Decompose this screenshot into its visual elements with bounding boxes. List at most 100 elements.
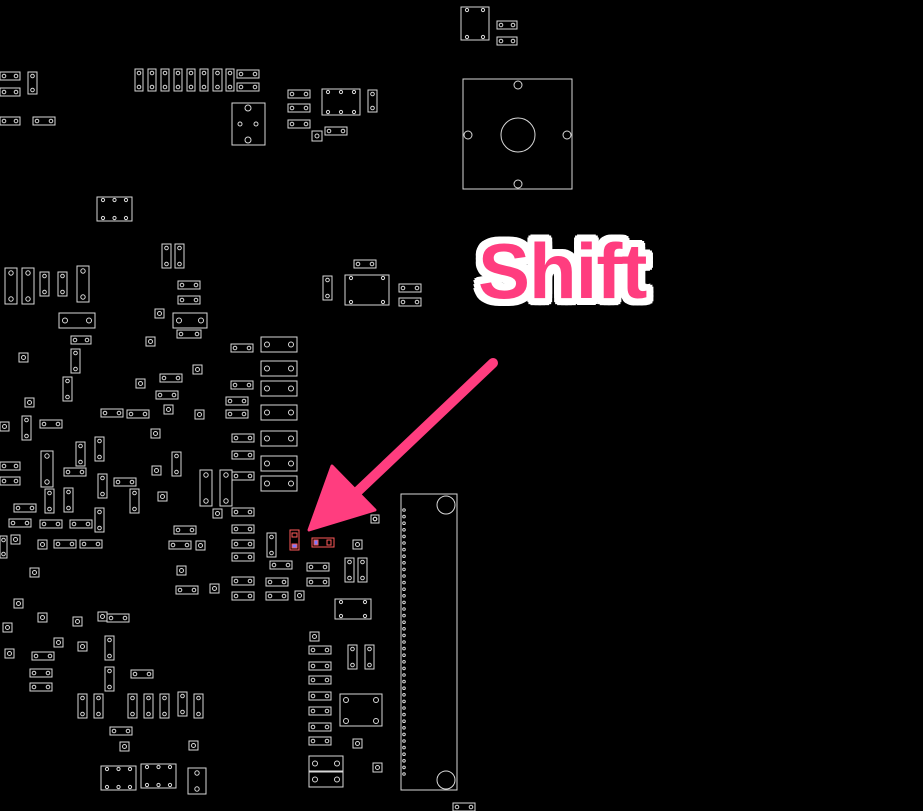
pcb-outline xyxy=(370,514,380,524)
pcb-outline xyxy=(77,641,88,652)
pcb-footprint xyxy=(93,693,104,719)
pcb-pad xyxy=(322,579,328,585)
pcb-pad xyxy=(325,109,331,115)
pcb-pad xyxy=(128,411,134,417)
pcb-pad xyxy=(162,84,168,90)
pcb-pad xyxy=(454,804,460,810)
pcb-outline xyxy=(147,68,157,92)
pcb-outline xyxy=(212,68,223,92)
pcb-pad xyxy=(127,766,133,772)
pcb-footprint xyxy=(94,436,105,462)
pcb-pad xyxy=(125,728,131,734)
pcb-pad xyxy=(16,601,21,606)
pcb-footprint xyxy=(96,196,133,222)
pcb-pad xyxy=(402,607,406,611)
pcb-pad xyxy=(227,70,233,76)
pcb-outline xyxy=(53,539,77,549)
pcb-footprint xyxy=(155,390,179,400)
pcb-pad xyxy=(1,551,6,557)
pcb-pad xyxy=(130,711,135,717)
pcb-outline xyxy=(199,469,213,507)
pcb-outline xyxy=(119,741,130,752)
pcb-outline xyxy=(97,611,108,622)
pcb-pad xyxy=(75,619,80,624)
pcb-pad xyxy=(96,695,101,701)
pcb-footprint xyxy=(154,308,165,319)
pcb-outline xyxy=(168,540,192,550)
highlighted-component[interactable] xyxy=(289,529,335,551)
pcb-outline xyxy=(265,591,289,601)
pcb-pad xyxy=(400,285,406,291)
pcb-footprint xyxy=(265,577,289,587)
pcb-footprint xyxy=(160,68,170,92)
pcb-pad xyxy=(100,197,106,203)
pcb-pad xyxy=(45,684,51,690)
pcb-footprint xyxy=(266,532,277,558)
pcb-pad xyxy=(355,542,360,547)
pcb-pad xyxy=(13,89,19,95)
pcb-pad xyxy=(60,289,65,295)
pcb-footprint xyxy=(135,378,146,389)
pcb-footprint xyxy=(225,396,249,406)
pcb-pad xyxy=(55,541,61,547)
pcb-outline xyxy=(39,419,63,429)
pcb-footprint xyxy=(308,736,332,746)
pcb-pad xyxy=(13,463,19,469)
pcb-pad xyxy=(40,542,45,547)
pcb-outline xyxy=(260,455,298,472)
highlighted-pad xyxy=(313,539,319,546)
pcb-pad xyxy=(264,435,270,442)
pcb-outline xyxy=(109,726,133,736)
pcb-pad xyxy=(402,653,406,658)
pcb-pad xyxy=(325,89,331,95)
pcb-footprint xyxy=(294,590,305,601)
pcb-footprint xyxy=(171,451,182,477)
pcb-pad xyxy=(510,22,516,28)
pcb-pad xyxy=(247,435,253,441)
pcb-footprint xyxy=(127,693,138,719)
pcb-pad xyxy=(41,521,47,527)
pcb-pad xyxy=(73,366,78,372)
pcb-footprint xyxy=(21,415,32,441)
pcb-footprint xyxy=(177,295,201,305)
pcb-pad xyxy=(288,385,294,392)
pcb-outline xyxy=(53,637,64,648)
pcb-pad xyxy=(33,653,39,659)
pcb-footprint xyxy=(37,539,48,550)
pcb-outline xyxy=(193,693,204,719)
pcb-pad xyxy=(247,452,253,458)
pcb-footprint xyxy=(199,469,213,507)
pcb-footprint xyxy=(0,421,10,432)
pcb-pad xyxy=(72,337,78,343)
pcb-pad xyxy=(107,684,112,690)
pcb-pad xyxy=(402,594,406,598)
pcb-pad xyxy=(65,469,71,475)
pcb-pad xyxy=(380,275,386,281)
pcb-pad xyxy=(370,105,375,111)
pcb-outline xyxy=(308,755,344,772)
pcb-pad xyxy=(55,521,61,527)
pcb-footprint xyxy=(39,419,63,429)
pcb-pad xyxy=(402,739,406,743)
pcb-footprint xyxy=(29,682,53,692)
pcb-pad xyxy=(174,453,179,459)
pcb-pad xyxy=(80,294,86,300)
pcb-outline xyxy=(219,469,233,507)
pcb-footprint xyxy=(287,89,311,99)
pcb-outline xyxy=(0,71,21,81)
pcb-pad xyxy=(188,84,194,90)
pcb-outline xyxy=(160,68,170,92)
pcb-pad xyxy=(45,670,51,676)
pcb-outline xyxy=(100,765,137,791)
pcb-pad xyxy=(167,764,173,770)
pcb-pad xyxy=(174,469,179,475)
pcb-footprint xyxy=(231,539,255,549)
pcb-pad xyxy=(288,460,294,467)
pcb-pad xyxy=(402,719,406,724)
pcb-footprint xyxy=(462,78,573,190)
pcb-footprint xyxy=(231,524,255,534)
pcb-pad xyxy=(347,575,352,581)
pcb-footprint xyxy=(97,611,108,622)
pcb-pad xyxy=(8,270,14,276)
